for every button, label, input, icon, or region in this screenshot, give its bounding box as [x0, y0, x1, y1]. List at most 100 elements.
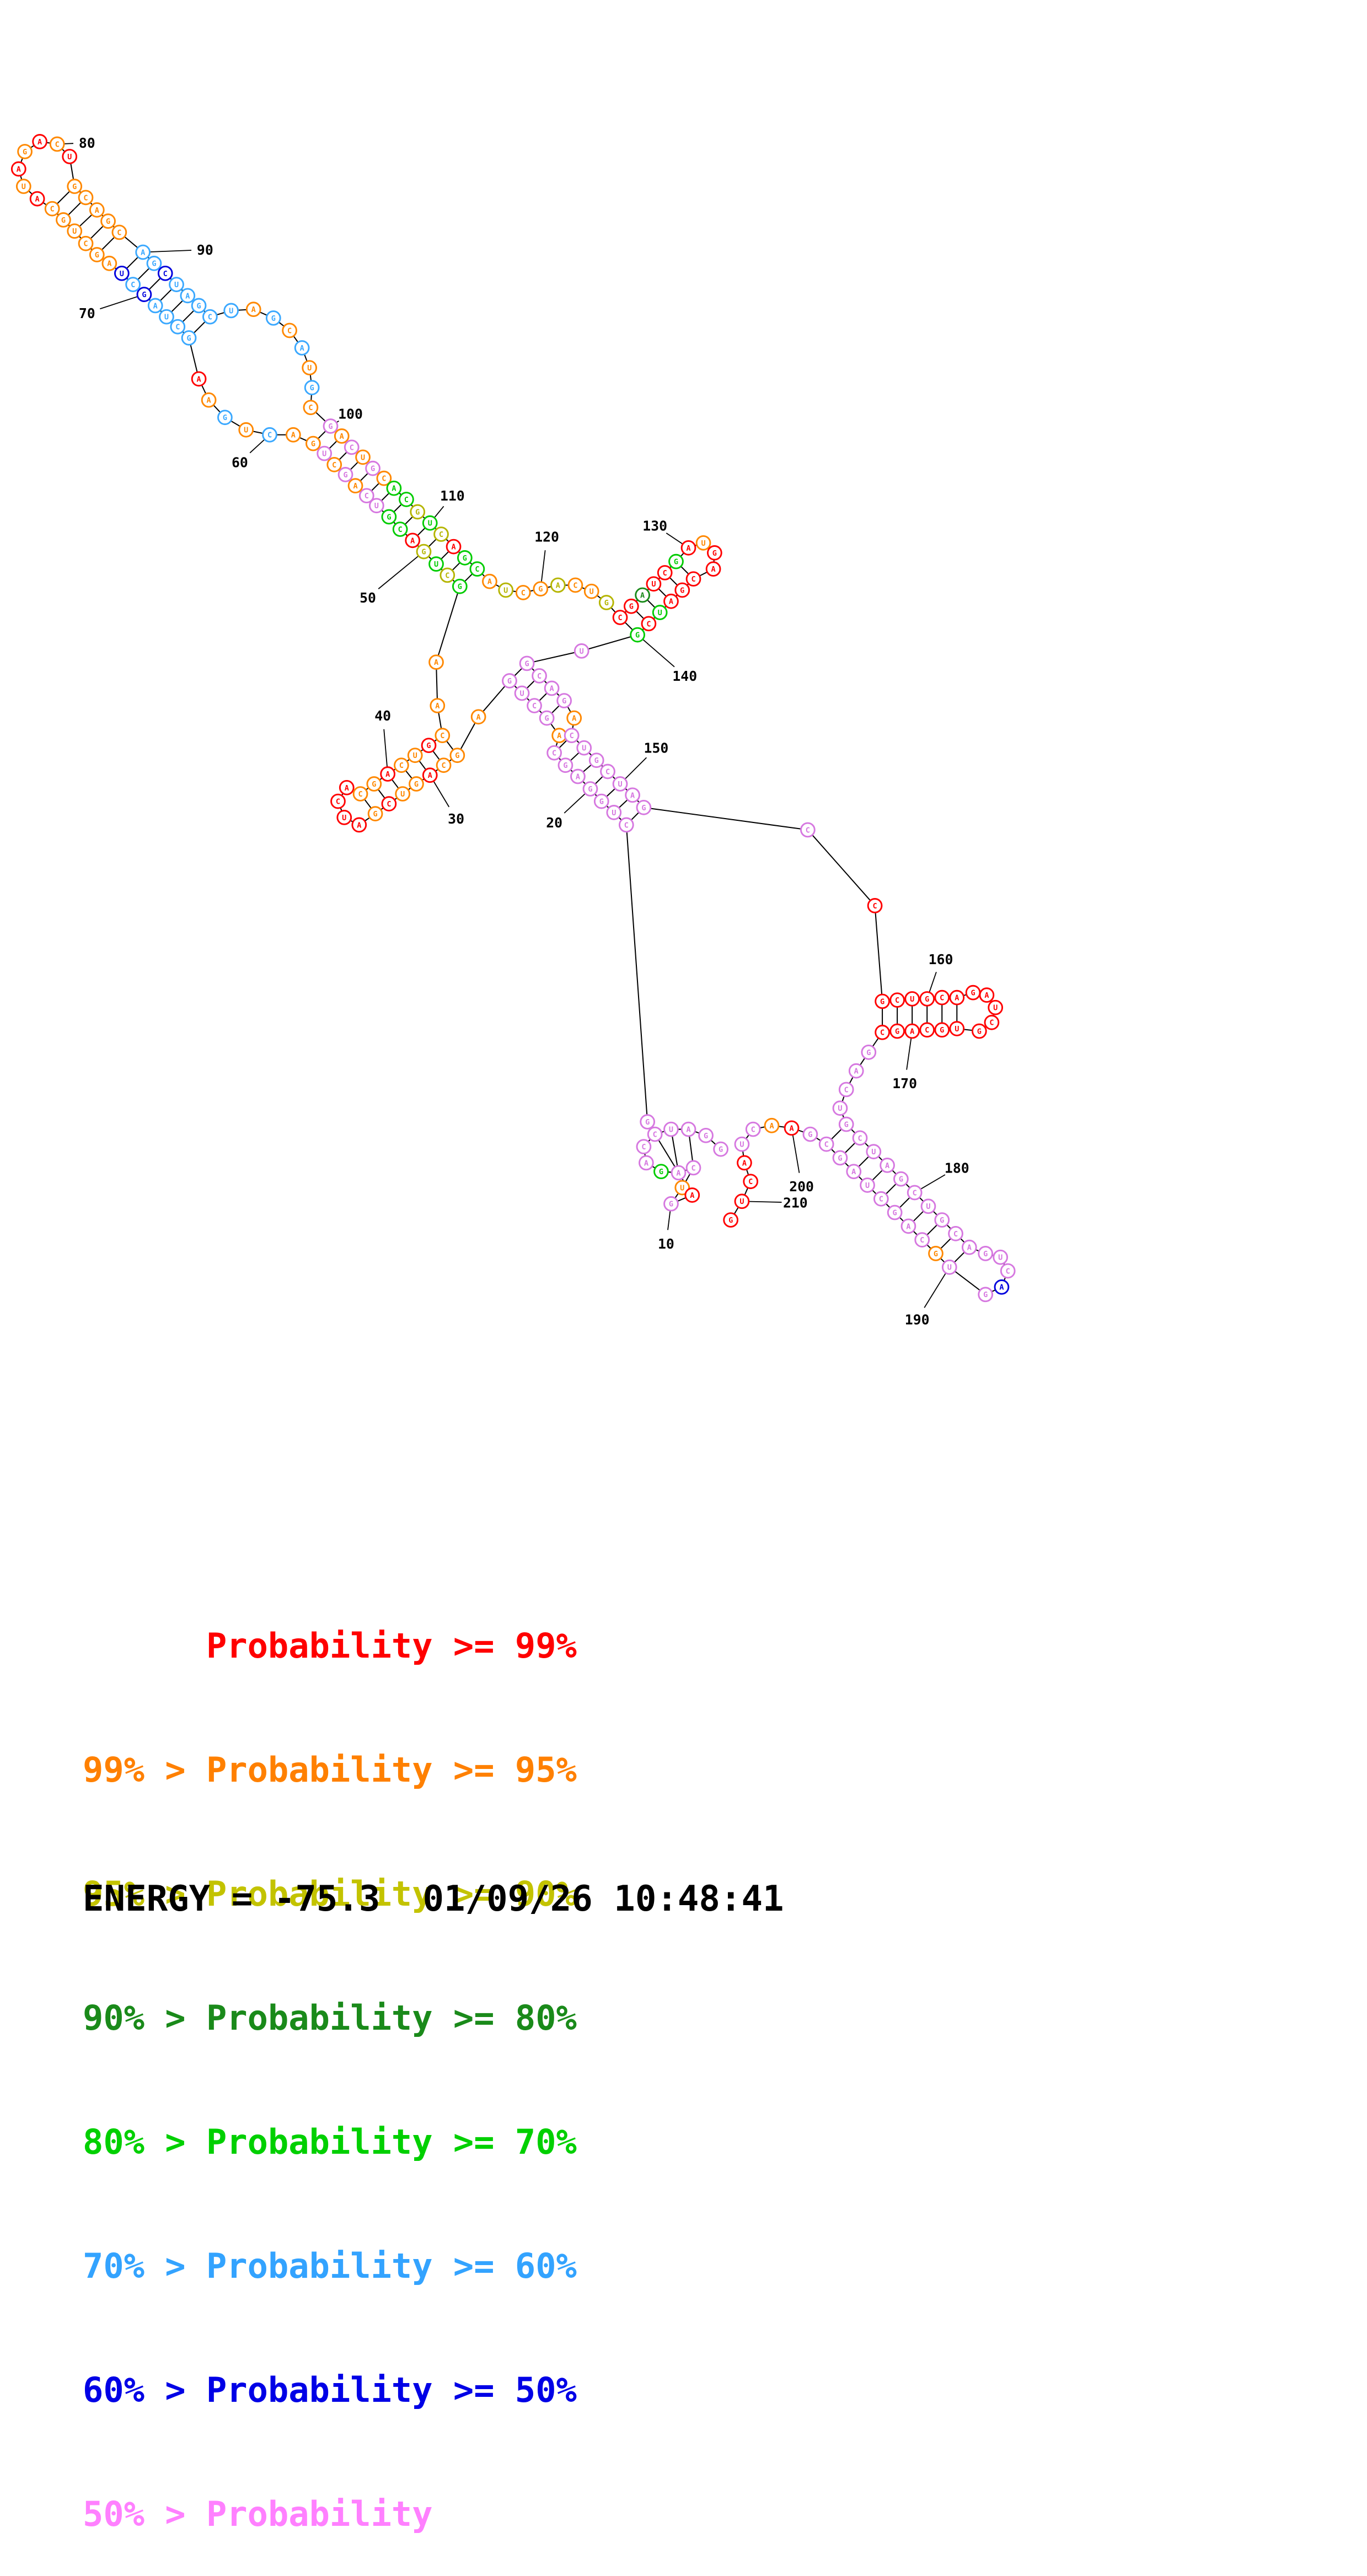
position-label: 30	[448, 811, 464, 827]
nucleotide	[265, 310, 281, 326]
nucleotide	[44, 201, 60, 217]
nucleotide	[527, 698, 542, 713]
nucleotide-letter: A	[984, 991, 989, 1000]
nucleotide	[422, 767, 438, 783]
legend-entry: 95% > Probability >= 90%	[83, 1874, 577, 1914]
nucleotide-letter: A	[769, 1122, 774, 1131]
nucleotide	[407, 747, 423, 763]
nucleotide-letter: C	[521, 589, 526, 598]
position-label: 50	[360, 590, 376, 606]
backbone-segment	[625, 825, 648, 1122]
legend-entry: 60% > Probability >= 50%	[83, 2370, 577, 2410]
nucleotide-letter: A	[742, 1159, 747, 1168]
legend-entry: 70% > Probability >= 60%	[83, 2246, 577, 2286]
nucleotide-letter: C	[382, 475, 386, 483]
nucleotide-letter: G	[880, 997, 884, 1006]
nucleotide-letter: C	[308, 404, 313, 412]
nucleotide	[89, 202, 105, 218]
nucleotide-letter: G	[372, 780, 376, 789]
nucleotide	[928, 1246, 944, 1261]
nucleotide	[498, 582, 514, 598]
nucleotide	[436, 757, 452, 773]
nucleotide	[334, 428, 350, 444]
nucleotide-letter: G	[421, 548, 426, 557]
nucleotide-letter: G	[197, 302, 201, 310]
nucleotide	[358, 488, 374, 504]
nucleotide	[978, 1246, 993, 1261]
nucleotide-letter: G	[659, 1168, 663, 1176]
nucleotide-letter: G	[934, 1250, 938, 1259]
nucleotide-letter: C	[440, 732, 444, 740]
nucleotide-letter: U	[519, 689, 524, 698]
nucleotide-letter: A	[686, 544, 690, 553]
nucleotide	[366, 776, 382, 792]
position-label: 80	[79, 135, 95, 151]
nucleotide-letter: G	[371, 465, 375, 474]
nucleotide	[818, 1136, 834, 1152]
nucleotide-letter: C	[364, 492, 369, 501]
nucleotide-letter: A	[153, 302, 158, 310]
nucleotide	[802, 1126, 818, 1142]
position-label: 150	[644, 740, 669, 756]
nucleotide	[993, 1249, 1009, 1265]
nucleotide	[889, 992, 905, 1008]
nucleotide-letter: U	[342, 814, 346, 822]
nucleotide	[394, 757, 409, 773]
nucleotide-letter: A	[789, 1124, 794, 1133]
nucleotide-letter: U	[701, 539, 705, 548]
nucleotide	[323, 418, 339, 434]
nucleotide	[556, 693, 572, 708]
nucleotide-letter: G	[645, 1118, 650, 1127]
nucleotide	[452, 578, 468, 594]
energy-line: ENERGY = -75.3 01/09/26 10:48:41	[83, 1879, 784, 1919]
nucleotide	[339, 779, 355, 795]
nucleotide	[838, 1116, 854, 1132]
nucleotide-letter: A	[17, 165, 21, 174]
nucleotide	[395, 786, 411, 802]
position-label: 180	[945, 1160, 969, 1176]
nucleotide-letter: A	[686, 1126, 690, 1134]
nucleotide	[344, 439, 360, 455]
nucleotide-letter: G	[310, 384, 314, 392]
nucleotide-letter: G	[507, 677, 512, 686]
nucleotide-letter: A	[910, 1027, 914, 1036]
nucleotide	[201, 392, 217, 408]
nucleotide-letter: G	[343, 471, 347, 480]
nucleotide	[78, 190, 94, 206]
nucleotide-letter: U	[739, 1197, 744, 1206]
nucleotide-letter: A	[141, 248, 145, 257]
nucleotide	[838, 1082, 854, 1098]
position-label: 190	[905, 1311, 930, 1327]
nucleotide-letter: C	[336, 798, 340, 806]
nucleotide-letter: A	[35, 195, 40, 204]
nucleotide-letter: U	[22, 182, 26, 191]
nucleotide	[282, 322, 297, 338]
nucleotide-letter: C	[879, 1195, 883, 1204]
nucleotide	[684, 1187, 700, 1203]
nucleotide-letter: G	[373, 810, 378, 819]
nucleotide	[114, 265, 130, 281]
nucleotide-letter: A	[906, 1222, 910, 1231]
nucleotide-letter: G	[844, 1120, 849, 1129]
nucleotide	[674, 1180, 690, 1196]
nucleotide	[680, 540, 696, 556]
nucleotide	[100, 213, 116, 229]
nucleotide	[223, 303, 239, 319]
nucleotide	[238, 422, 254, 438]
nucleotide-letter: G	[674, 558, 678, 567]
nucleotide-letter: G	[455, 751, 459, 760]
nucleotide-letter: G	[895, 1027, 899, 1036]
nucleotide-letter: U	[998, 1254, 1003, 1262]
nucleotide-letter: U	[910, 995, 914, 1004]
nucleotide-letter: U	[865, 1181, 870, 1190]
nucleotide	[852, 1130, 868, 1146]
nucleotide	[949, 1021, 965, 1036]
nucleotide	[582, 781, 598, 797]
nucleotide	[67, 223, 83, 239]
nucleotide	[848, 1063, 864, 1079]
nucleotide	[304, 380, 320, 395]
nucleotide	[860, 1177, 875, 1193]
nucleotide-letter: G	[415, 508, 420, 517]
nucleotide	[764, 1117, 780, 1133]
nucleotide-letter: C	[532, 702, 537, 711]
